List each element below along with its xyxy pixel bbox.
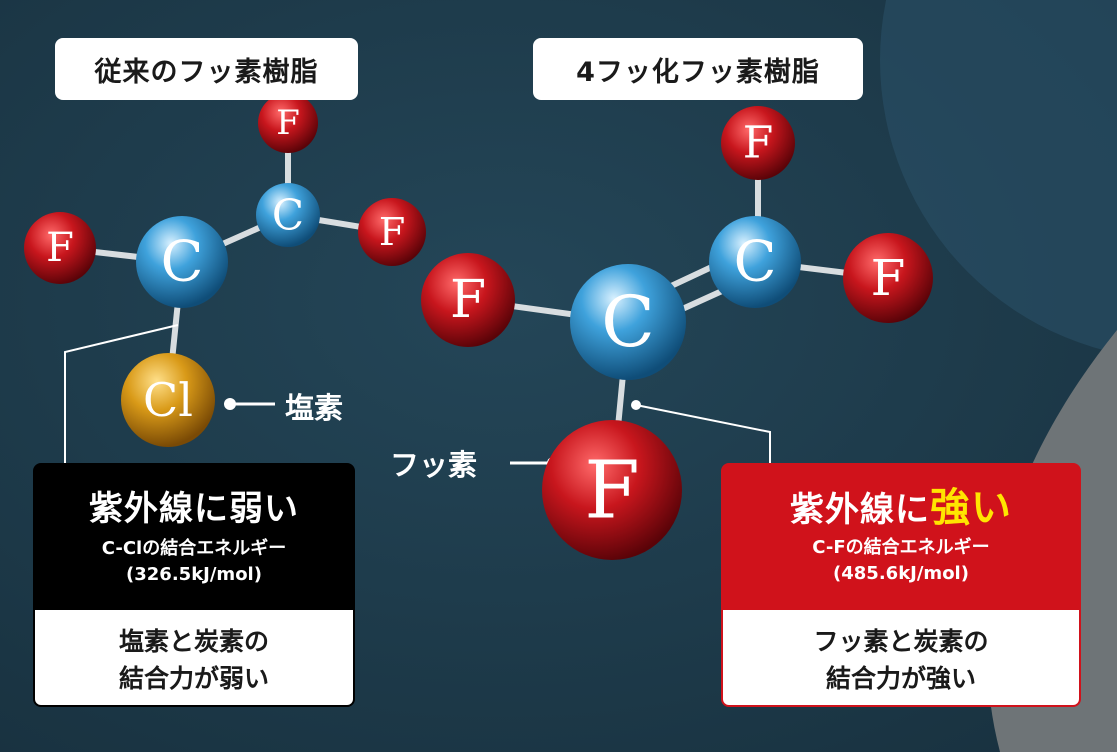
left-title: 従来のフッ素樹脂 xyxy=(94,56,319,88)
right-title-box: 4フッ化フッ素樹脂 xyxy=(533,38,863,100)
left-c-top-atom xyxy=(256,183,320,247)
right-f-right-atom xyxy=(843,233,933,323)
left-f-left-atom xyxy=(24,212,96,284)
left-f-top-symbol: F xyxy=(276,103,300,143)
right-heading-prefix: 紫外線に xyxy=(790,490,930,530)
left-note-line2: 結合力が弱い xyxy=(118,663,269,693)
right-c-top-atom xyxy=(709,216,801,308)
right-note-line2: 結合力が強い xyxy=(825,663,976,693)
right-heading-emphasis: 強い xyxy=(930,485,1012,531)
left-note-line1: 塩素と炭素の xyxy=(118,626,269,656)
right-c-main-symbol: C xyxy=(601,281,655,363)
background-circle xyxy=(880,0,1117,354)
left-box-header: 紫外線に弱い C-Clの結合エネルギー (326.5kJ/mol) xyxy=(35,465,353,610)
right-box-heading: 紫外線に強い xyxy=(790,475,1012,533)
right-f-bottom-symbol: F xyxy=(584,444,640,537)
left-f-left-symbol: F xyxy=(46,225,74,271)
right-energy-label: C-Fの結合エネルギー xyxy=(812,537,990,558)
chlorine-symbol: Cl xyxy=(143,373,193,427)
left-f-right-atom xyxy=(358,198,426,266)
left-c-main-atom xyxy=(136,216,228,308)
fluorine-label: フッ素 xyxy=(390,448,478,482)
right-f-left-atom xyxy=(421,253,515,347)
chlorine-label: 塩素 xyxy=(285,391,344,425)
chlorine-atom xyxy=(121,353,215,447)
right-box-body: フッ素と炭素の 結合力が強い xyxy=(723,610,1079,705)
left-box-body: 塩素と炭素の 結合力が弱い xyxy=(35,610,353,705)
right-note-line1: フッ素と炭素の xyxy=(813,626,989,656)
left-energy-value: (326.5kJ/mol) xyxy=(126,564,262,585)
left-info-card: 紫外線に弱い C-Clの結合エネルギー (326.5kJ/mol) 塩素と炭素の… xyxy=(33,463,355,707)
right-c-main-atom xyxy=(570,264,686,380)
left-c-main-symbol: C xyxy=(161,230,204,295)
right-energy-value: (485.6kJ/mol) xyxy=(833,563,969,584)
right-f-left-symbol: F xyxy=(450,270,486,330)
right-callout-dot xyxy=(631,400,641,410)
left-box-heading: 紫外線に弱い xyxy=(89,489,299,529)
right-callout-line xyxy=(635,404,771,465)
left-f-right-symbol: F xyxy=(379,210,405,254)
left-energy-label: C-Clの結合エネルギー xyxy=(101,538,287,559)
cl-label-dot xyxy=(224,398,236,410)
right-f-right-symbol: F xyxy=(871,249,906,307)
right-box-header: 紫外線に強い C-Fの結合エネルギー (485.6kJ/mol) xyxy=(723,465,1079,610)
right-f-bottom-atom xyxy=(542,420,682,560)
right-title: 4フッ化フッ素樹脂 xyxy=(576,56,820,88)
right-f-top-symbol: F xyxy=(743,118,774,169)
left-c-top-symbol: C xyxy=(272,191,304,240)
right-c-top-symbol: C xyxy=(734,230,777,295)
right-f-top-atom xyxy=(721,106,795,180)
left-f-top-atom xyxy=(258,93,318,153)
right-info-card: 紫外線に強い C-Fの結合エネルギー (485.6kJ/mol) フッ素と炭素の… xyxy=(721,463,1081,707)
left-title-box: 従来のフッ素樹脂 xyxy=(55,38,358,100)
left-callout-line xyxy=(64,324,179,465)
